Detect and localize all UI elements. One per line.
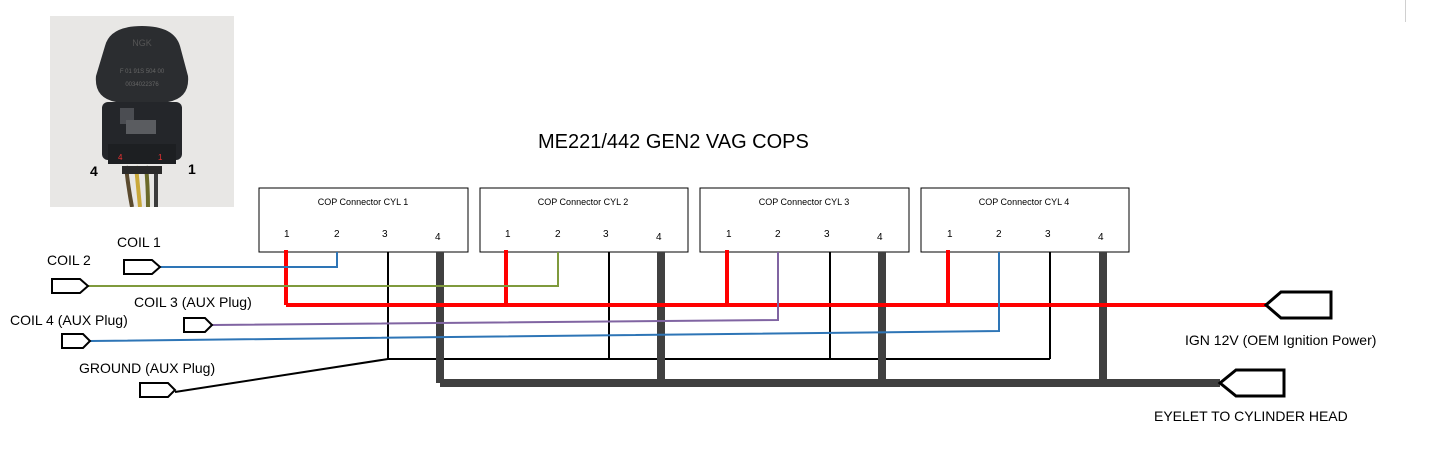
ign-power-wires [284, 250, 1266, 307]
connector-cyl-1: COP Connector CYL 1 1 2 3 4 [258, 187, 469, 253]
pin-label: 2 [555, 229, 561, 240]
pin-label: 3 [603, 229, 609, 240]
connector-cyl-3: COP Connector CYL 3 1 2 3 4 [699, 187, 910, 253]
ground-label: GROUND (AUX Plug) [79, 360, 215, 376]
coil-connector-photo: NGK F 01 91S 504 00 0034022376 4 1 4 1 [50, 16, 234, 207]
page-divider [1405, 0, 1406, 22]
coil-2-wire [88, 252, 559, 287]
brand-text: NGK [132, 38, 152, 48]
ign-terminal [1263, 290, 1333, 320]
coil-1-label: COIL 1 [117, 234, 161, 250]
pin-label: 2 [996, 229, 1002, 240]
connector-title: COP Connector CYL 2 [538, 197, 629, 207]
coil-3-wire [211, 252, 779, 326]
pin-label: 3 [1045, 229, 1051, 240]
coil-4-plug [61, 333, 92, 349]
svg-text:4: 4 [118, 153, 123, 162]
coil-3-plug [183, 317, 214, 333]
pin-label: 1 [505, 229, 511, 240]
coil-2-label: COIL 2 [47, 252, 91, 268]
coil-3-label: COIL 3 (AUX Plug) [134, 294, 252, 310]
diagram-title: ME221/442 GEN2 VAG COPS [538, 131, 809, 153]
pin-label: 4 [877, 232, 883, 243]
svg-text:1: 1 [158, 153, 163, 162]
pin-label: 2 [775, 229, 781, 240]
pin-4-label: 4 [90, 163, 98, 179]
coil-connector-illustration: NGK F 01 91S 504 00 0034022376 4 1 4 1 [50, 16, 234, 207]
pin-label: 3 [382, 229, 388, 240]
pin-label: 4 [435, 232, 441, 243]
coil-1-plug [123, 259, 162, 275]
connector-cyl-4: COP Connector CYL 4 1 2 3 4 [920, 187, 1130, 253]
pin-label: 1 [284, 229, 290, 240]
pin-label: 1 [947, 229, 953, 240]
connector-title: COP Connector CYL 3 [759, 197, 850, 207]
part-number-text: F 01 91S 504 00 [120, 69, 165, 75]
serial-number-text: 0034022376 [125, 82, 159, 88]
pin-1-label: 1 [188, 161, 196, 177]
pin-label: 4 [1098, 232, 1104, 243]
connector-cyl-2: COP Connector CYL 2 1 2 3 4 [479, 187, 689, 253]
engine-ground-wires [436, 252, 1220, 387]
eyelet-terminal [1217, 368, 1286, 398]
pin-label: 2 [334, 229, 340, 240]
pin-label: 1 [726, 229, 732, 240]
coil-1-wire [160, 252, 338, 268]
coil-4-wire [89, 252, 1000, 342]
coil-4-label: COIL 4 (AUX Plug) [10, 312, 128, 328]
pin-label: 4 [656, 232, 662, 243]
ground-plug [139, 382, 177, 398]
ign-label: IGN 12V (OEM Ignition Power) [1185, 332, 1376, 348]
connector-title: COP Connector CYL 1 [318, 197, 409, 207]
eyelet-label: EYELET TO CYLINDER HEAD [1154, 408, 1348, 424]
coil-2-plug [51, 278, 90, 294]
connector-title: COP Connector CYL 4 [979, 197, 1070, 207]
pin-label: 3 [824, 229, 830, 240]
